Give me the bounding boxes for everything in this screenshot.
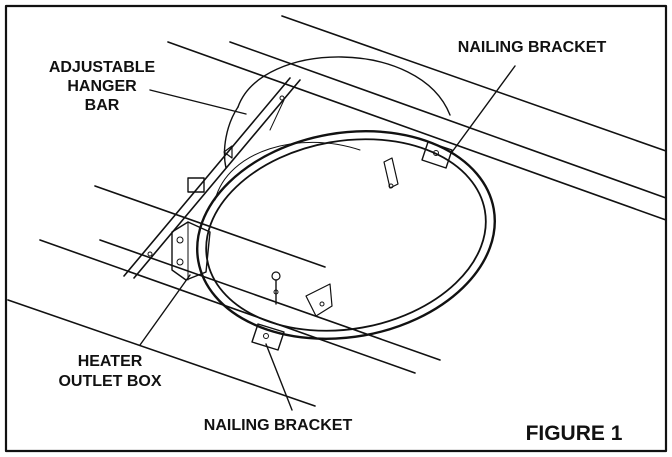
- label-nailing-bracket-bottom: NAILING BRACKET: [204, 417, 353, 434]
- hanger-hook: [223, 145, 233, 159]
- label-hanger-line1: ADJUSTABLE: [49, 59, 156, 76]
- leader-lines: [139, 65, 516, 411]
- nailing-bracket-top: [421, 141, 453, 169]
- hanger-bar: [123, 77, 301, 279]
- trim-ring-inner: [205, 138, 487, 332]
- nailing-bracket-bottom: [251, 323, 285, 351]
- housing-side: [223, 106, 239, 169]
- hanger-clamp: [187, 177, 205, 193]
- upper-joist: [167, 15, 667, 221]
- figure-caption: FIGURE 1: [526, 422, 623, 445]
- label-outlet-line1: HEATER: [78, 353, 143, 370]
- label-outlet-line2: OUTLET BOX: [58, 373, 161, 390]
- heater-outlet-box: [171, 221, 211, 281]
- spring-clips: [271, 157, 399, 317]
- label-hanger-line3: BAR: [85, 97, 120, 114]
- figure-frame: [4, 4, 668, 453]
- can-inner-curve: [214, 141, 361, 201]
- label-hanger-line2: HANGER: [67, 78, 137, 95]
- label-nailing-bracket-top: NAILING BRACKET: [458, 39, 607, 56]
- trim-ring-outer: [196, 130, 496, 340]
- housing-dome: [237, 56, 451, 116]
